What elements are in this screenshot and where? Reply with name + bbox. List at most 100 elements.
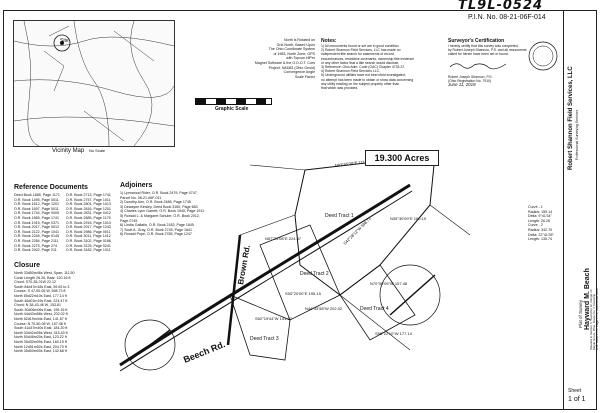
certification-line: by Robert Joseph Shannon, P.S. and all m…	[448, 48, 527, 53]
reference-item: O.R. Book 1495, Page 0011	[14, 197, 59, 202]
adjoiner-item: 4) Charles Lynn Garrett, O.R. Book 1940,…	[120, 209, 205, 214]
closure-line: Course: S 47-00-05 W, 598.73 ft	[14, 289, 66, 294]
reference-item: O.R. Book 1915, Page 0371	[14, 220, 59, 225]
bearing-label-3: S55°20'00"E 195.15	[285, 291, 322, 296]
plat-label: Plat of Survey	[578, 299, 583, 328]
surveyor-seal	[528, 41, 558, 71]
reference-item: O.R. Book 2402, Page 211	[14, 248, 57, 253]
reference-item: O.R. Book 3102, Page 0186	[65, 238, 111, 243]
title-block: Robert Shannon Field Services, LLC Profe…	[563, 10, 599, 410]
closure-title: Closure	[14, 262, 41, 269]
reference-item: O.R. Book 2816, Page 1201	[65, 206, 111, 211]
tract-boundary-3	[229, 294, 291, 361]
north-note-line: Scale Factor	[294, 74, 315, 79]
reference-item: O.R. Book 1612, Page 1201	[14, 202, 59, 207]
bearing-label-5: S52°19'44"W 141.67	[255, 316, 293, 321]
reference-item: O.R. Book 1697, Page 0011	[14, 206, 59, 211]
certification-date: June 11, 2018	[448, 82, 476, 88]
adjoiner-item: 1) Lynnwood Rider, O.R. Book 2479, Page …	[120, 191, 198, 200]
reference-item: O.R. Book 2885, Page 1175	[65, 215, 111, 220]
sheet-label: Sheet	[568, 388, 582, 394]
closure-line: North 44d43m58s West, 202.02 ft	[14, 312, 68, 317]
vicinity-map-drawing	[14, 21, 174, 146]
beech-road-edge	[119, 190, 413, 372]
reference-item: O.R. Book 2917, Page 1243	[65, 225, 111, 230]
note-line: no attempt has been made to obtain or sh…	[321, 77, 414, 82]
adjoiner-item: 7) Scott A. Gray, O.R. Book 2745, Page 1…	[120, 227, 193, 232]
bearing-label-1: S42°28'12"W 598.73	[342, 216, 372, 246]
detail-circle-left	[124, 319, 176, 371]
company-name: Robert Shannon Field Services, LLC	[568, 66, 574, 170]
plat-drawing: Beech Rd. Brown Rd. Deed Tract 1 Deed Tr…	[119, 154, 471, 372]
closure-line: Chord: N 38-43-46 W, 153.81	[14, 303, 61, 308]
closure-line: North 35d30m09s East, 160.19 ft	[14, 339, 67, 344]
company-address: Professional Surveying Services	[575, 109, 579, 160]
road-label-beech: Beech Rd.	[182, 339, 227, 365]
north-note-line: North is Rotated on	[284, 38, 315, 42]
site-label: Site	[60, 38, 69, 44]
curve-table-line: Curve - 1	[528, 205, 543, 209]
note-line: 1) All monuments found or set are in goo…	[321, 44, 400, 48]
closure-line: South 84d47m18s East, 59.63 to 3	[14, 284, 70, 289]
adjoiner-item: 2) Dorothy Ann, O.R. Book 2488, Page 174…	[120, 200, 191, 205]
note-line: encumbrances, restrictive covenants, own…	[321, 56, 415, 61]
bearing-label-6: N70°50'05"W 157.48	[370, 281, 408, 286]
bearing-label-4: N44°43'58"W 202.02	[305, 306, 343, 311]
tract-label-1: Deed Tract 1	[325, 213, 354, 219]
closure-line: North 33d50m46s West, Span: 111.50	[14, 271, 75, 275]
notes-panel: Notes: 1) All monuments found or set are…	[321, 38, 461, 90]
closure-line: Chord: S70-35-01W 22.12	[14, 280, 56, 285]
tract-label-2: Deed Tract 2	[300, 271, 329, 277]
north-note-line: Grid North, Based Upon	[276, 42, 315, 47]
reference-documents-title: Reference Documents	[14, 184, 88, 191]
certification-reg: (Ohio Registration No. 7910)	[448, 78, 492, 83]
north-note-line: Magnet Software & the O.D.O.T. Cors	[254, 60, 315, 65]
reference-item: O.R. Book 2757, Page 1011	[65, 197, 111, 202]
note-line: 2) Robert Shannon Field Services, LLC ha…	[321, 48, 401, 53]
survey-sheet	[3, 10, 597, 410]
graphic-scale-bar	[195, 98, 272, 105]
location-line-3: O.R. Book 2770, Page 1771, Deed Book 188…	[595, 288, 599, 350]
note-line: any utility existing on the subject prop…	[321, 81, 400, 86]
north-note-line: with Topcon HiPer	[286, 56, 315, 61]
closure-line: North 52d19m44s East, 141.67 ft	[14, 316, 67, 321]
note-line: 3) Reference: Ohio Adm. Code (OAC) Chapt…	[321, 65, 406, 70]
curve-table-line: Delta: 9°41'34"	[528, 214, 552, 219]
tract-label-4: Deed Tract 4	[360, 306, 389, 312]
reference-item: O.R. Book 2245, Page 0145	[14, 234, 59, 239]
reference-documents: Reference Documents Deed Book 1885, Page…	[14, 184, 111, 253]
certification-line: I hereby certify that this survey was co…	[448, 44, 519, 48]
bearing-label-7: S56°22'10"W 177.14	[375, 331, 413, 336]
certification-line: called for herein have been set or found…	[448, 52, 509, 57]
reference-item: Deed Book 1885, Page 1171	[14, 193, 60, 197]
reference-item: O.R. Book 2713, Page 1741	[65, 193, 111, 197]
closure-line: South 30d06m06s East, 195.15 ft	[14, 307, 68, 312]
reference-item: O.R. Book 3182, Page 1011	[65, 248, 111, 253]
reference-item: O.R. Book 2986, Page 0011	[65, 229, 111, 234]
tract-boundary-4	[339, 264, 416, 341]
pin-number: P.I.N. No. 08-21-06F-014	[468, 14, 546, 21]
closure-line: South 41d37m40s East, 184.20 ft	[14, 326, 68, 331]
curve-table-line: Curve - 2	[528, 223, 543, 228]
adjoiners-panel: Adjoiners 1) Lynnwood Rider, O.R. Book 2…	[120, 182, 205, 237]
closure-line: North 33d42m05s West, 315.43 ft	[14, 330, 68, 335]
reference-item: O.R. Book 2916, Page 1013	[65, 220, 111, 225]
certification-title: Surveyor's Certification	[448, 38, 505, 44]
detail-circle-right	[379, 264, 441, 326]
note-line: independent title search for easements o…	[321, 52, 395, 57]
certification-signer: Robert Joseph Shannon, P.S.	[448, 74, 493, 79]
closure-panel: Closure North 33d50m46s West, Span: 111.…	[14, 262, 75, 354]
closure-line: North 55d22m10s East, 177.14 ft	[14, 293, 67, 298]
graphic-scale-label: Graphic Scale	[215, 106, 249, 112]
closure-line: North 35d00m00s East, 142.68 ft	[14, 349, 67, 354]
reference-item: O.R. Book 2017, Page 0012	[14, 225, 59, 230]
signature-mark	[449, 63, 507, 69]
adjoiners-list: 1) Lynnwood Rider, O.R. Book 2479, Page …	[120, 191, 205, 237]
handwritten-id: TL9L-0524	[458, 0, 544, 13]
curve-table-line: Delta: 22°41'35"	[528, 232, 554, 237]
